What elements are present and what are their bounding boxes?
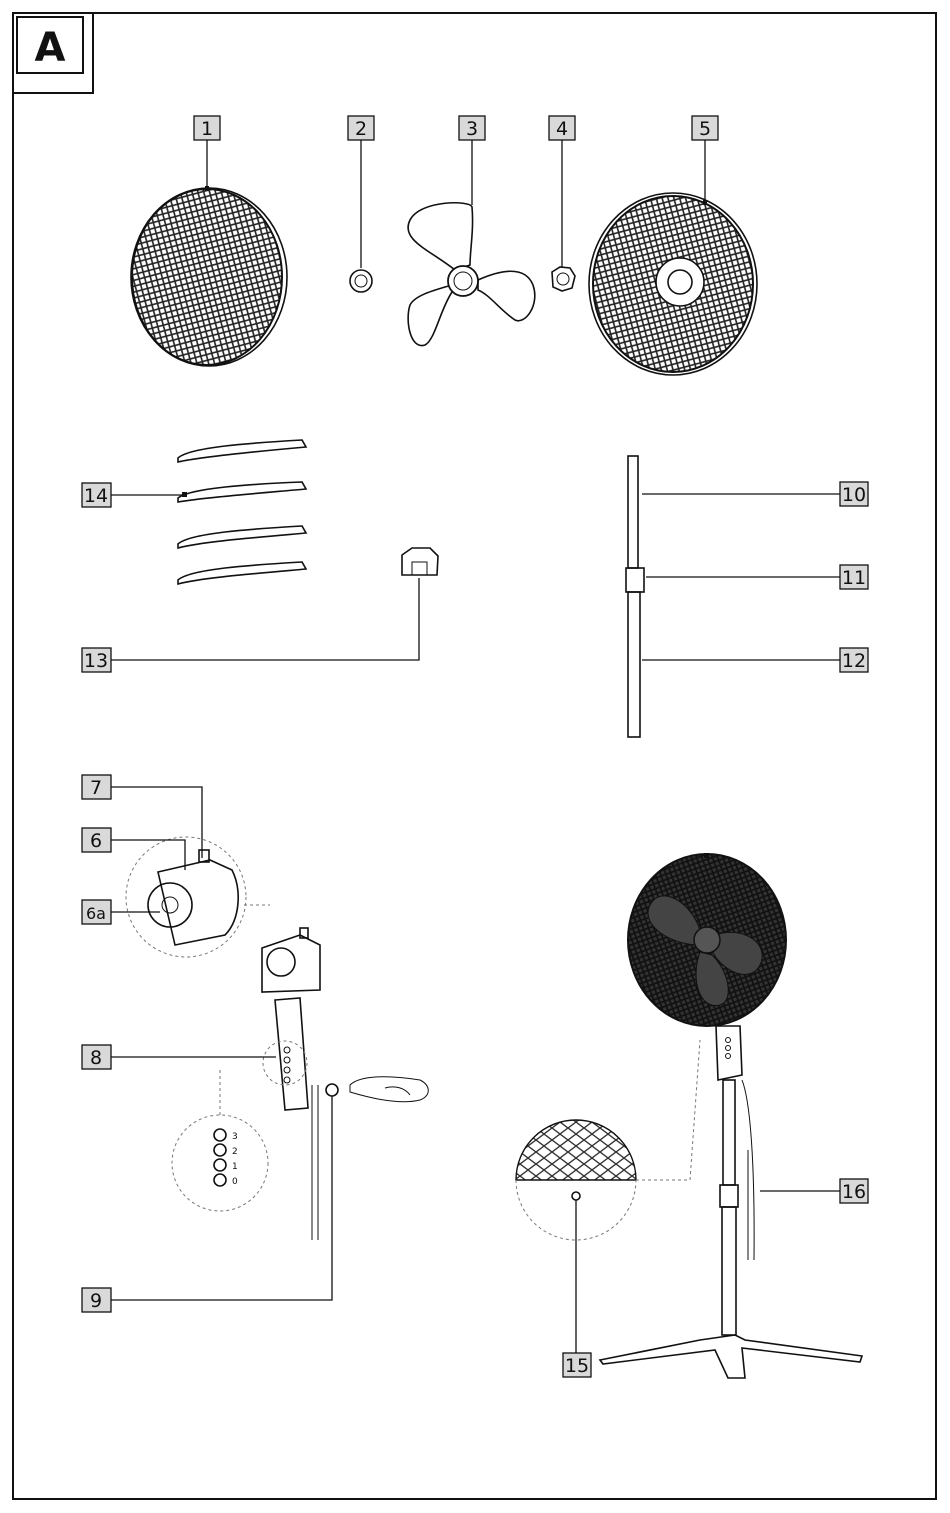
callout-9: 9 [82,1096,332,1312]
callout-8-label: 8 [90,1047,102,1069]
connector-icon [402,548,438,575]
callout-16-label: 16 [842,1181,866,1203]
front-grille-icon [589,193,757,375]
fan-blade-icon [408,203,535,346]
callout-4-label: 4 [556,118,568,140]
callout-13: 13 [82,578,419,672]
callout-7-label: 7 [90,777,102,799]
callout-13-label: 13 [84,650,108,672]
callout-14: 14 [82,483,187,507]
callout-12: 12 [642,648,868,672]
callout-6a-label: 6a [86,904,106,923]
speed-label-1: 1 [232,1162,238,1172]
callout-2-label: 2 [355,118,367,140]
callout-12-label: 12 [842,650,866,672]
control-panel-detail-icon: 3 2 1 0 [172,1070,268,1211]
callout-8: 8 [82,1045,276,1069]
callout-9-label: 9 [90,1290,102,1312]
grille-clip-detail-icon [516,1040,700,1240]
callout-3-label: 3 [466,118,478,140]
callout-6: 6 [82,828,185,870]
section-tab: A [13,13,93,93]
callout-14-label: 14 [84,485,108,507]
power-plug-icon [326,1077,428,1102]
callout-4: 4 [549,116,575,268]
nut-icon [552,267,575,291]
pole-icon [626,456,644,737]
callout-5-label: 5 [699,118,711,140]
callout-2: 2 [348,116,374,268]
section-letter: A [35,25,66,71]
callout-16: 16 [760,1179,868,1203]
speed-label-3: 3 [232,1132,238,1142]
motor-head-detail-icon [126,837,270,957]
callout-10: 10 [642,482,868,506]
assembled-fan-icon [600,853,862,1378]
callout-15: 15 [563,1200,591,1377]
callout-1-label: 1 [201,118,213,140]
callout-15-label: 15 [565,1355,589,1377]
control-body-icon [262,928,320,1240]
spinner-cap-icon [350,270,372,292]
callout-10-label: 10 [842,484,866,506]
callout-1: 1 [194,116,220,188]
callout-11-label: 11 [842,567,866,589]
base-leg-icon [178,440,306,584]
speed-label-2: 2 [232,1147,238,1157]
rear-grille-icon [131,186,287,366]
callout-6-label: 6 [90,830,102,852]
callout-3: 3 [459,116,485,205]
callout-11: 11 [646,565,868,589]
callout-5: 5 [692,116,718,202]
speed-label-0: 0 [232,1177,238,1187]
